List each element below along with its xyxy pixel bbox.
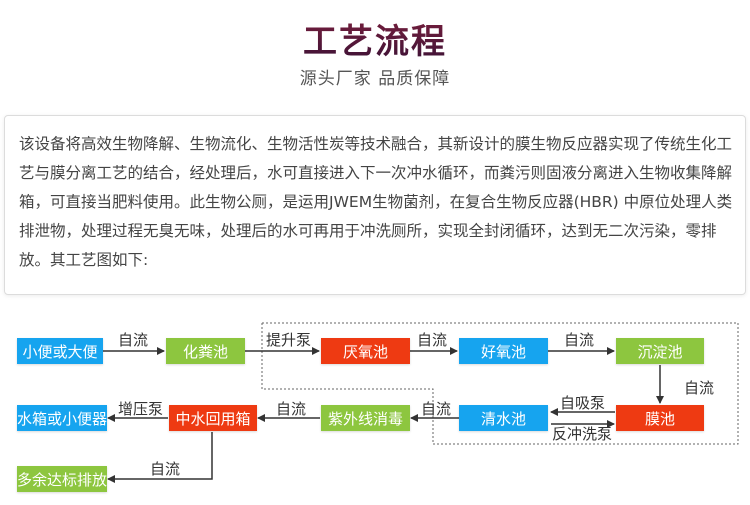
- label-gravity-1: 自流: [118, 331, 149, 349]
- arrow-reuse-to-discharge: [107, 432, 213, 483]
- label-gravity-7: 自流: [150, 460, 181, 478]
- node-membrane-tank: 膜池: [616, 405, 704, 431]
- node-toilet-input: 小便或大便: [17, 338, 103, 364]
- node-septic-tank: 化粪池: [166, 338, 245, 364]
- node-uv-disinfection: 紫外线消毒: [321, 405, 410, 431]
- label-gravity-4: 自流: [684, 379, 715, 397]
- label-gravity-6: 自流: [276, 400, 307, 418]
- label-gravity-5: 自流: [421, 400, 452, 418]
- label-gravity-2: 自流: [417, 331, 448, 349]
- node-reuse-tank: 中水回用箱: [169, 405, 257, 431]
- label-booster-pump: 增压泵: [118, 400, 164, 418]
- node-anaerobic-tank: 厌氧池: [321, 338, 410, 364]
- label-backwash-pump: 反冲洗泵: [552, 425, 613, 443]
- node-aerobic-tank: 好氧池: [459, 338, 548, 364]
- page-title: 工艺流程: [0, 14, 750, 63]
- node-cistern-output: 水箱或小便器: [17, 405, 107, 431]
- intro-text: 该设备将高效生物降解、生物流化、生物活性炭等技术融合，其新设计的膜生物反应器实现…: [19, 135, 733, 269]
- node-clear-water-tank: 清水池: [459, 405, 548, 431]
- node-settling-tank: 沉淀池: [616, 338, 704, 364]
- node-excess-discharge: 多余达标排放: [17, 466, 107, 492]
- intro-panel: 该设备将高效生物降解、生物流化、生物活性炭等技术融合，其新设计的膜生物反应器实现…: [4, 115, 746, 295]
- label-lift-pump: 提升泵: [266, 331, 312, 349]
- page-subtitle: 源头厂家 品质保障: [299, 69, 451, 89]
- equipment-boundary: [261, 322, 739, 445]
- label-gravity-3: 自流: [564, 331, 595, 349]
- label-suction-pump: 自吸泵: [560, 394, 606, 412]
